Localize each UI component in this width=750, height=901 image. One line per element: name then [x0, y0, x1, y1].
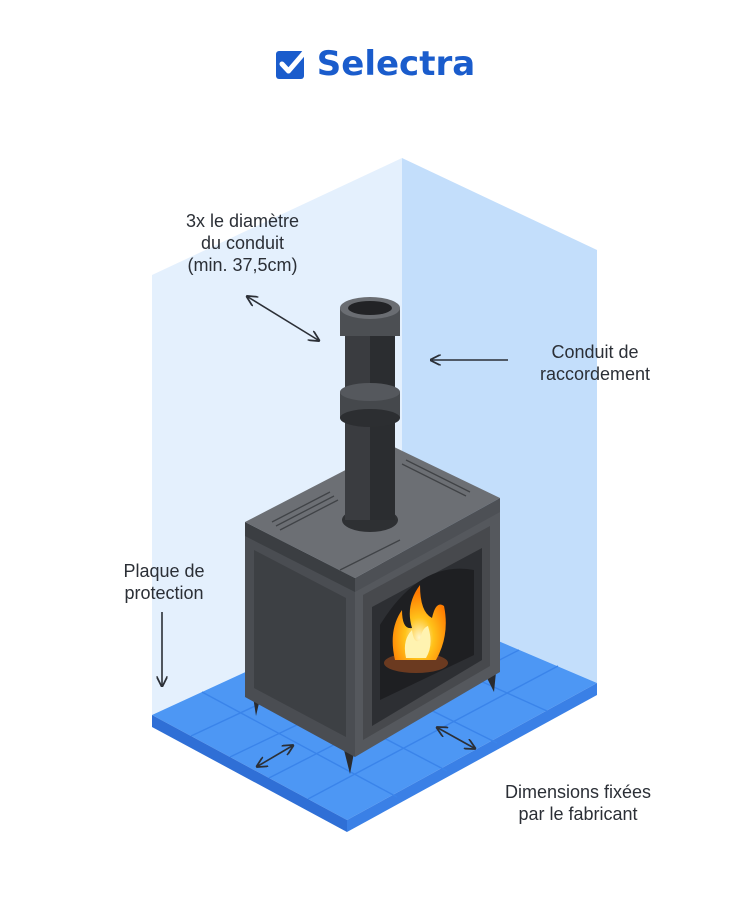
dimensions-label: Dimensions fixées par le fabricant: [504, 782, 652, 824]
stove: [245, 446, 500, 757]
brand-logo: Selectra: [0, 44, 750, 84]
diameter-arrow: [248, 297, 318, 340]
dimension-arrow-right: [438, 728, 474, 748]
fire-flame: [384, 585, 448, 673]
conduit-label: Conduit de raccordement: [539, 342, 651, 384]
diameter-label: 3x le diamètre du conduit (min. 37,5cm): [185, 211, 300, 275]
check-box-icon: [275, 50, 307, 79]
dimension-arrow-left: [258, 746, 292, 766]
connection-pipe: [340, 297, 400, 532]
plaque-label: Plaque de protection: [123, 561, 205, 603]
brand-name: Selectra: [316, 44, 476, 84]
